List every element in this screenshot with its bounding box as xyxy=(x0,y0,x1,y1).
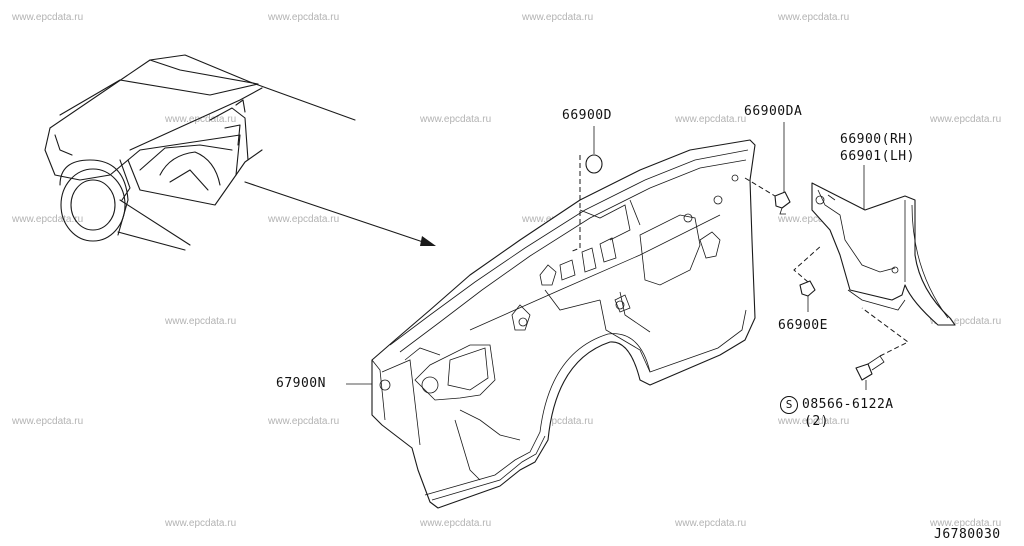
diagram-code: J6780030 xyxy=(934,527,1001,542)
watermark-text: www.epcdata.ru xyxy=(675,518,747,529)
watermark-text: www.epcdata.ru xyxy=(12,416,84,427)
side-bracket-66900-66901 xyxy=(811,165,956,326)
label-side-bracket-rh: 66900(RH) xyxy=(840,132,915,147)
pointer-arrow xyxy=(244,181,436,246)
label-grommet: 66900D xyxy=(562,108,612,123)
watermark-text: www.epcdata.ru xyxy=(778,12,850,23)
watermark-text: www.epcdata.ru xyxy=(420,114,492,125)
watermark-text: www.epcdata.ru xyxy=(522,416,594,427)
watermark-text: www.epcdata.ru xyxy=(268,416,340,427)
watermark-text: www.epcdata.ru xyxy=(930,518,1002,529)
label-side-bracket-lh: 66901(LH) xyxy=(840,149,915,164)
vehicle-reference-sketch xyxy=(44,54,356,251)
label-clip-upper: 66900DA xyxy=(744,104,803,119)
watermark-text: www.epcdata.ru xyxy=(165,518,237,529)
clip-66900e xyxy=(793,244,823,312)
dash-panel-67900n xyxy=(371,139,756,509)
watermark-text: www.epcdata.ru xyxy=(522,12,594,23)
grommet-66900d xyxy=(569,126,603,253)
label-clip-lower: 66900E xyxy=(778,318,828,333)
watermark-text: www.epcdata.ru xyxy=(778,416,850,427)
watermark-text: www.epcdata.ru xyxy=(268,214,340,225)
watermark-text: www.epcdata.ru xyxy=(675,114,747,125)
label-screw: 08566-6122A xyxy=(802,397,894,412)
watermark-text: www.epcdata.ru xyxy=(420,518,492,529)
watermark-text: www.epcdata.ru xyxy=(930,114,1002,125)
watermark-text: www.epcdata.ru xyxy=(12,214,84,225)
screw-08566-6122a xyxy=(855,307,909,390)
watermark-text: www.epcdata.ru xyxy=(268,12,340,23)
watermark-text: www.epcdata.ru xyxy=(778,214,850,225)
label-screw-qty: (2) xyxy=(804,414,829,429)
screw-symbol-icon: S xyxy=(780,396,798,414)
clip-66900da xyxy=(744,122,791,215)
watermark-text: www.epcdata.ru xyxy=(12,12,84,23)
watermark-text: www.epcdata.ru xyxy=(930,316,1002,327)
label-dash-panel: 67900N xyxy=(276,376,326,391)
watermark-text: www.epcdata.ru xyxy=(165,316,237,327)
watermark-text: www.epcdata.ru xyxy=(165,114,237,125)
